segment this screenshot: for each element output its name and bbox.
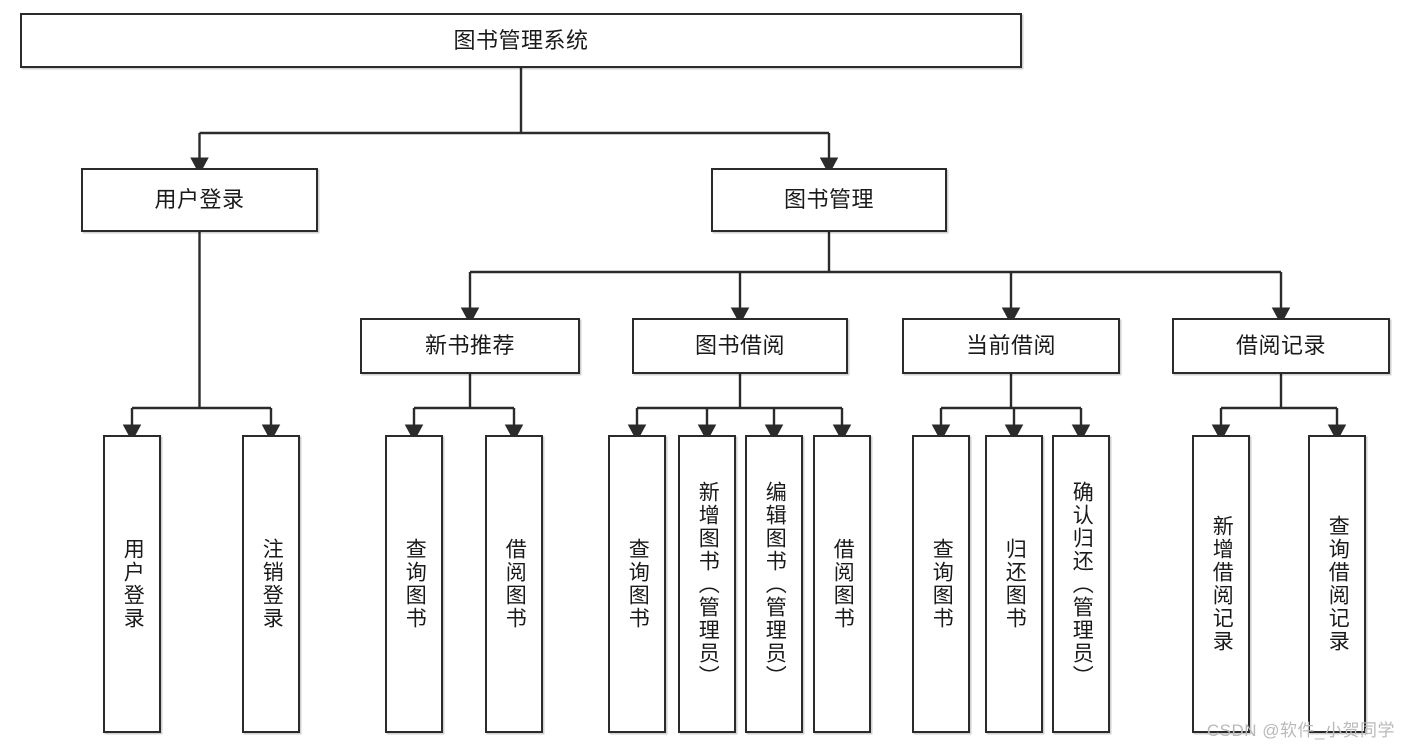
node-borrow-record[interactable]: 借阅记录 (1172, 318, 1390, 374)
node-user-login[interactable]: 用户登录 (81, 168, 318, 232)
leaf-query-book-2-label: 查询图书 (626, 538, 650, 630)
leaf-user-login[interactable]: 用户登录 (103, 435, 161, 733)
leaf-query-book-1-label: 查询图书 (403, 538, 427, 630)
leaf-borrow-book-2[interactable]: 借阅图书 (813, 435, 871, 733)
leaf-borrow-book-2-label: 借阅图书 (831, 538, 855, 630)
leaf-return-book[interactable]: 归还图书 (985, 435, 1043, 733)
leaf-edit-book-label: 编辑图书（管理员） (763, 480, 787, 688)
node-root-label: 图书管理系统 (453, 27, 589, 53)
node-book-manage-label: 图书管理 (783, 187, 874, 213)
leaf-user-logout[interactable]: 注销登录 (242, 435, 300, 733)
node-borrow-record-label: 借阅记录 (1235, 333, 1326, 359)
node-book-borrow-label: 图书借阅 (694, 333, 785, 359)
leaf-borrow-book-1-label: 借阅图书 (503, 538, 527, 630)
leaf-add-book[interactable]: 新增图书（管理员） (678, 435, 736, 733)
leaf-query-book-1[interactable]: 查询图书 (385, 435, 443, 733)
node-book-borrow[interactable]: 图书借阅 (632, 318, 848, 374)
leaf-add-borrow-record-label: 新增借阅记录 (1210, 515, 1234, 653)
leaf-query-book-3-label: 查询图书 (930, 538, 954, 630)
node-current-borrow-label: 当前借阅 (965, 333, 1056, 359)
leaf-query-borrow-record-label: 查询借阅记录 (1326, 515, 1350, 653)
node-book-manage[interactable]: 图书管理 (711, 168, 947, 232)
leaf-user-logout-label: 注销登录 (260, 538, 284, 630)
leaf-query-borrow-record[interactable]: 查询借阅记录 (1308, 435, 1366, 733)
leaf-query-book-2[interactable]: 查询图书 (608, 435, 666, 733)
node-new-book-recommend[interactable]: 新书推荐 (360, 318, 580, 374)
leaf-query-book-3[interactable]: 查询图书 (912, 435, 970, 733)
leaf-return-book-label: 归还图书 (1003, 538, 1027, 630)
leaf-add-borrow-record[interactable]: 新增借阅记录 (1192, 435, 1250, 733)
node-root[interactable]: 图书管理系统 (20, 13, 1022, 68)
node-new-book-recommend-label: 新书推荐 (424, 333, 515, 359)
leaf-borrow-book-1[interactable]: 借阅图书 (485, 435, 543, 733)
node-current-borrow[interactable]: 当前借阅 (902, 318, 1120, 374)
leaf-user-login-label: 用户登录 (121, 538, 145, 630)
leaf-confirm-return-label: 确认归还（管理员） (1070, 480, 1094, 688)
leaf-confirm-return[interactable]: 确认归还（管理员） (1052, 435, 1110, 733)
leaf-add-book-label: 新增图书（管理员） (696, 480, 720, 688)
leaf-edit-book[interactable]: 编辑图书（管理员） (745, 435, 803, 733)
node-user-login-label: 用户登录 (154, 187, 245, 213)
